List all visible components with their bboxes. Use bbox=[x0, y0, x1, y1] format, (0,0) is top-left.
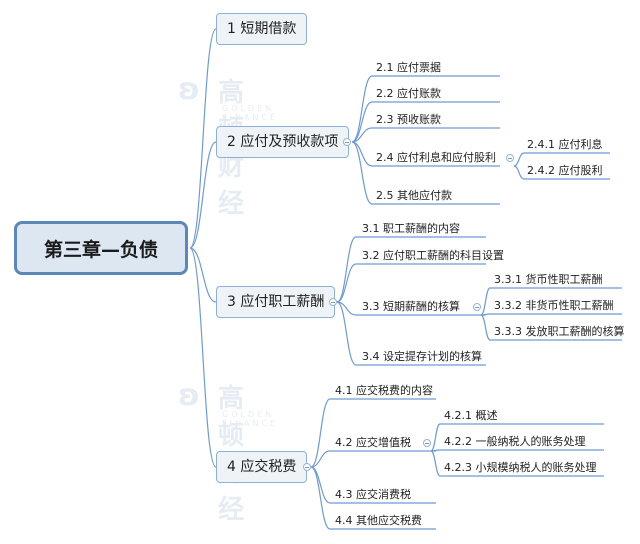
connector-4-1 bbox=[310, 398, 331, 468]
connector-root-1 bbox=[189, 28, 217, 249]
connector-root-4 bbox=[189, 247, 217, 468]
leaf-3-1[interactable]: 3.1 职工薪酬的内容 bbox=[362, 222, 460, 235]
leaf-4-2[interactable]: 4.2 应交增值税 bbox=[335, 436, 411, 449]
connector-4-4 bbox=[310, 466, 331, 530]
connector-4-2-1 bbox=[430, 423, 441, 452]
branch-payables[interactable]: 2 应付及预收款项 bbox=[216, 126, 350, 158]
leaf-3-3[interactable]: 3.3 短期薪酬的核算 bbox=[362, 300, 460, 313]
leaf-4-3[interactable]: 4.3 应交消费税 bbox=[335, 488, 411, 501]
connector-2-1 bbox=[351, 75, 373, 143]
leaf-2-4[interactable]: 2.4 应付利息和应付股利 bbox=[376, 151, 496, 164]
leaf-4-2-1[interactable]: 4.2.1 概述 bbox=[444, 409, 498, 422]
root-node[interactable]: 第三章—负债 bbox=[14, 221, 188, 275]
collapse-toggle-icon[interactable] bbox=[423, 439, 431, 447]
connector-3-3-3 bbox=[480, 314, 491, 341]
connector-4-2 bbox=[310, 450, 331, 468]
leaf-3-3-3[interactable]: 3.3.3 发放职工薪酬的核算 bbox=[494, 325, 625, 338]
connector-3-3-1 bbox=[480, 287, 491, 316]
connector-3-2 bbox=[336, 263, 357, 303]
leaf-3-2[interactable]: 3.2 应付职工薪酬的科目设置 bbox=[362, 249, 504, 262]
connector-2-4-1 bbox=[513, 152, 525, 167]
leaf-3-3-2[interactable]: 3.3.2 非货币性职工薪酬 bbox=[494, 299, 614, 312]
leaf-4-4[interactable]: 4.4 其他应交税费 bbox=[335, 514, 422, 527]
connector-2-4 bbox=[351, 141, 373, 167]
collapse-toggle-icon[interactable] bbox=[473, 303, 481, 311]
collapse-toggle-icon[interactable] bbox=[329, 298, 337, 306]
connector-3-4 bbox=[336, 301, 357, 366]
branch-short-term-loan[interactable]: 1 短期借款 bbox=[216, 13, 308, 45]
leaf-4-2-3[interactable]: 4.2.3 小规模纳税人的账务处理 bbox=[444, 461, 597, 474]
leaf-2-3[interactable]: 2.3 预收账款 bbox=[376, 113, 441, 126]
connector-2-3 bbox=[351, 127, 373, 143]
connector-2-2 bbox=[351, 101, 373, 143]
leaf-2-5[interactable]: 2.5 其他应付款 bbox=[376, 189, 452, 202]
leaf-2-4-1[interactable]: 2.4.1 应付利息 bbox=[527, 138, 603, 151]
leaf-3-4[interactable]: 3.4 设定提存计划的核算 bbox=[362, 350, 482, 363]
leaf-4-2-2[interactable]: 4.2.2 一般纳税人的账务处理 bbox=[444, 435, 586, 448]
connector-4-2-3 bbox=[430, 450, 441, 477]
connector-3-1 bbox=[336, 236, 357, 303]
branch-employee-pay[interactable]: 3 应付职工薪酬 bbox=[216, 286, 336, 318]
collapse-toggle-icon[interactable] bbox=[303, 463, 311, 471]
leaf-2-1[interactable]: 2.1 应付票据 bbox=[376, 61, 441, 74]
leaf-2-4-2[interactable]: 2.4.2 应付股利 bbox=[527, 164, 603, 177]
leaf-4-1[interactable]: 4.1 应交税费的内容 bbox=[335, 384, 433, 397]
leaf-3-3-1[interactable]: 3.3.1 货币性职工薪酬 bbox=[494, 273, 603, 286]
collapse-toggle-icon[interactable] bbox=[506, 154, 514, 162]
connector-root-3 bbox=[189, 247, 217, 303]
connector-root-2 bbox=[189, 141, 217, 249]
connector-2-4-2 bbox=[513, 165, 525, 180]
leaf-2-2[interactable]: 2.2 应付账款 bbox=[376, 87, 441, 100]
branch-taxes[interactable]: 4 应交税费 bbox=[216, 451, 308, 483]
connector-2-5 bbox=[351, 141, 373, 205]
collapse-toggle-icon[interactable] bbox=[343, 138, 351, 146]
